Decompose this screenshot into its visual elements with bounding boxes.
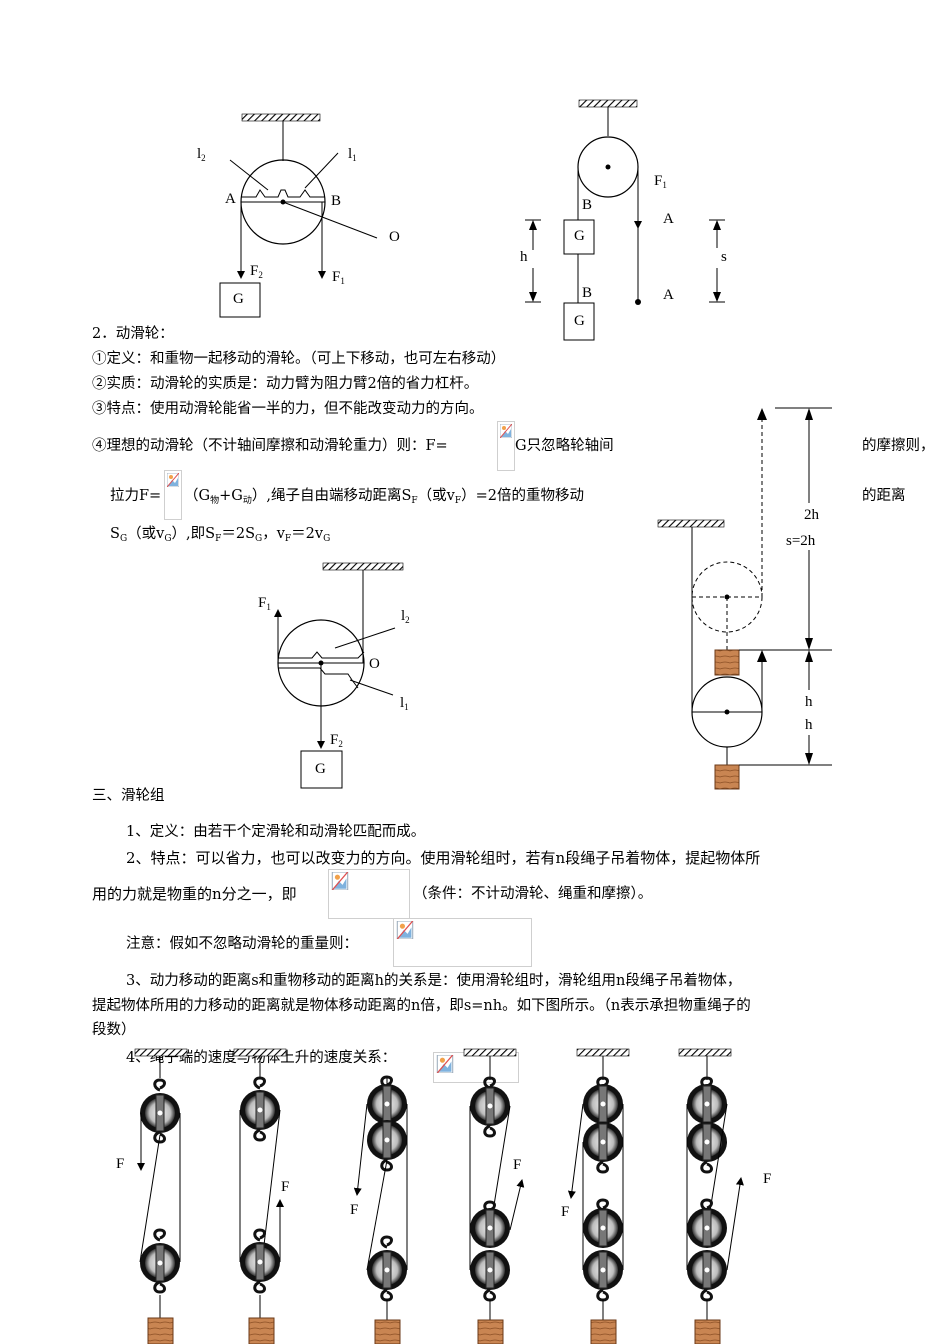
definition-item: ①定义：和重物一起移动的滑轮。（可上下移动，也可左右移动）	[92, 351, 506, 367]
label-F1: F1	[332, 269, 345, 286]
pulley-system-5	[567, 1048, 630, 1344]
label-F1-fig2: F1	[654, 173, 667, 190]
label-h-1: h	[805, 694, 813, 710]
label-l1-fig3: l1	[400, 695, 409, 712]
label-l2: l2	[197, 146, 206, 163]
label-s-equals-2h: s=2h	[786, 533, 816, 549]
label-F1-fig3: F1	[258, 595, 271, 612]
distance-text: 的距离	[862, 488, 906, 504]
label-2h: 2h	[804, 507, 819, 523]
pull-force-formula: （G物+G动）,绳子自由端移动距离SF（或vF）=2倍的重物移动	[184, 488, 584, 506]
relation-text: SG（或vG）,即SF＝2SG，vF＝2vG	[110, 526, 331, 544]
pulley-set-feature-2: 用的力就是物重的n分之一，即	[92, 885, 297, 903]
label-h: h	[520, 249, 528, 265]
force-label-3: F	[350, 1202, 359, 1218]
ideal-pulley-text: ④理想的动滑轮（不计轴间摩擦和动滑轮重力）则：F=	[92, 438, 448, 454]
formula-image	[497, 421, 515, 471]
ideal-pulley-text-3: 的摩擦则，	[862, 438, 935, 454]
force-label-6: F	[763, 1171, 772, 1187]
note-text: 注意：假如不忽略动滑轮的重量则：	[126, 936, 358, 952]
pulley-set-condition: （条件：不计动滑轮、绳重和摩擦）。	[413, 886, 653, 902]
force-label-1: F	[116, 1156, 125, 1172]
section2-heading: 2．动滑轮：	[92, 326, 174, 342]
label-h-2: h	[805, 717, 813, 733]
label-B-top: B	[582, 197, 593, 213]
label-G: G	[233, 291, 244, 307]
essence-item: ②实质：动滑轮的实质是：动力臂为阻力臂2倍的省力杠杆。	[92, 376, 479, 392]
label-l1: l1	[348, 146, 357, 163]
force-label-4: F	[513, 1157, 522, 1173]
formula-image	[328, 869, 410, 919]
label-A-bottom: A	[663, 287, 674, 303]
pulley-system-1	[134, 1048, 188, 1344]
distance-relation-3: 段数）	[92, 1022, 136, 1038]
formula-image	[393, 918, 532, 967]
label-l2-fig3: l2	[401, 608, 410, 625]
pulley-set-feature: 2、特点：可以省力，也可以改变力的方向。使用滑轮组时，若有n段绳子吊着物体，提起…	[126, 849, 761, 867]
label-G-bottom: G	[574, 313, 585, 329]
pulley-system-6	[678, 1048, 744, 1344]
speed-relation: 4、绳子端的速度与物体上升的速度关系：	[126, 1050, 397, 1066]
pulley-system-2	[233, 1048, 287, 1344]
formula-image	[164, 470, 182, 520]
pulley-system-4	[463, 1048, 525, 1344]
section3-heading: 三、滑轮组	[92, 788, 165, 804]
pull-force-label: 拉力F=	[110, 488, 162, 504]
label-B: B	[331, 193, 342, 209]
label-A: A	[225, 191, 236, 207]
label-G-fig3: G	[315, 761, 326, 777]
ideal-pulley-text-2: G只忽略轮轴间	[515, 438, 614, 454]
label-A-top: A	[663, 211, 674, 227]
label-G-top: G	[574, 228, 585, 244]
label-s: s	[721, 249, 727, 265]
pulley-system-3	[353, 1075, 408, 1344]
label-F2-fig3: F2	[330, 732, 343, 749]
label-B-bottom: B	[582, 285, 593, 301]
feature-item: ③特点：使用动滑轮能省一半的力，但不能改变动力的方向。	[92, 401, 484, 417]
distance-relation-2: 提起物体所用的力移动的距离就是物体移动距离的n倍，即s=nh。如下图所示。（n表…	[92, 998, 751, 1014]
label-O: O	[389, 229, 400, 245]
label-F2: F2	[250, 263, 263, 280]
distance-relation: 3、动力移动的距离s和重物移动的距离h的关系是：使用滑轮组时，滑轮组用n段绳子吊…	[126, 973, 742, 989]
force-label-2: F	[281, 1179, 290, 1195]
label-O-fig3: O	[369, 656, 380, 672]
formula-image	[433, 1052, 519, 1083]
force-label-5: F	[561, 1204, 570, 1220]
pulley-set-definition: 1、定义：由若干个定滑轮和动滑轮匹配而成。	[126, 824, 426, 840]
